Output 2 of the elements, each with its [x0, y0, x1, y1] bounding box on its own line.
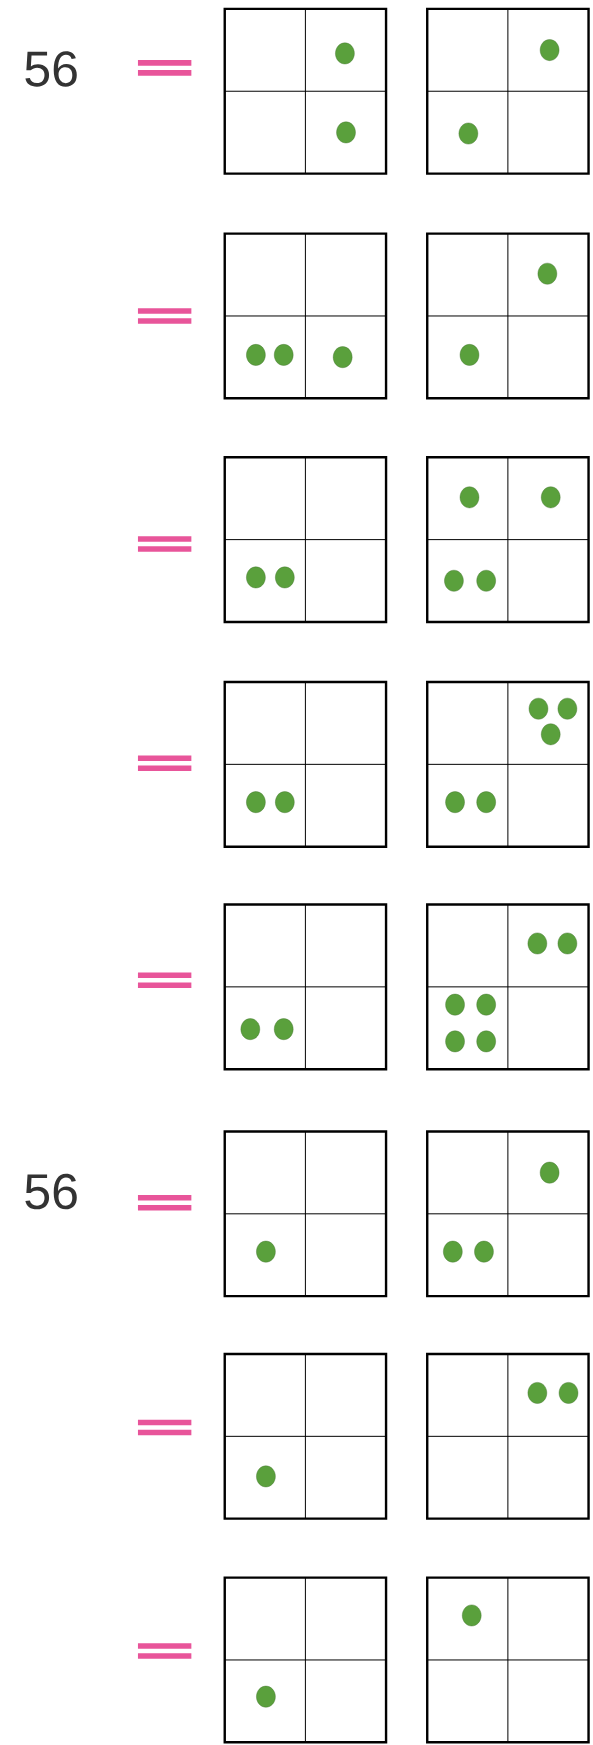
number-label: 56: [25, 1173, 77, 1210]
number-label: 56: [25, 51, 77, 87]
